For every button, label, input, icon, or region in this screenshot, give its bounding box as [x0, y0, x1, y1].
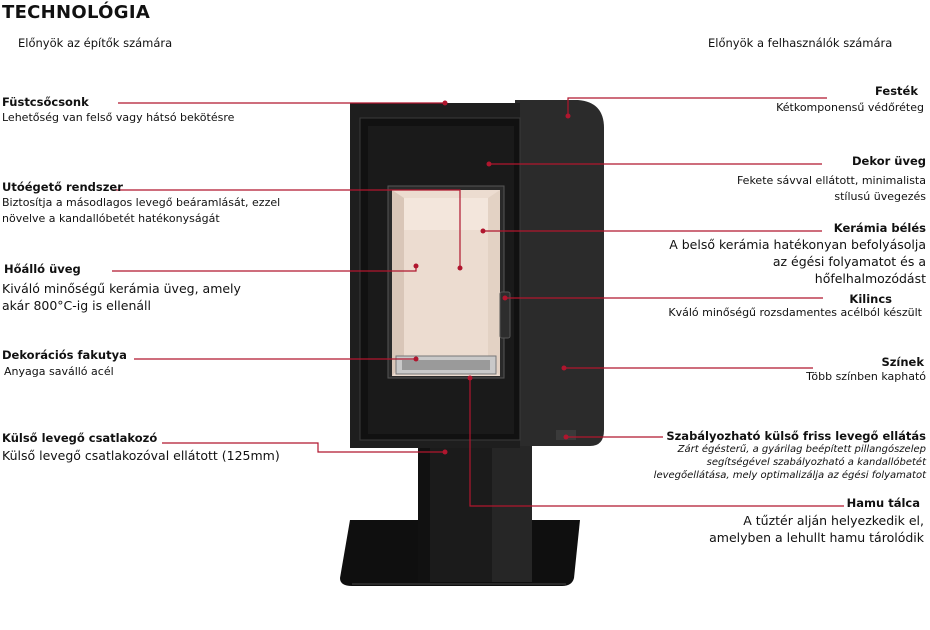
- feature-label-handle: Kilincs: [849, 292, 892, 306]
- feature-label-afterburner: Utóégető rendszer: [2, 180, 123, 194]
- feature-label-paint: Festék: [875, 84, 918, 98]
- feature-desc-external-air: Külső levegő csatlakozóval ellátott (125…: [2, 448, 280, 463]
- feature-desc-flue-collar: Lehetőség van felső vagy hátsó bekötésre: [2, 111, 235, 124]
- feature-desc-ash-tray: A tűztér alján helyezkedik el, amelyben …: [709, 513, 924, 545]
- feature-label-heat-resistant-glass: Hőálló üveg: [4, 262, 81, 276]
- feature-desc-ceramic-lining: A belső kerámia hatékonyan befolyásolja …: [669, 237, 926, 286]
- feature-desc-decor-glass: Fekete sávval ellátott, minimalista stíl…: [736, 174, 926, 203]
- feature-desc-afterburner: Biztosítja a másodlagos levegő beáramlás…: [2, 196, 281, 225]
- feature-label-external-air: Külső levegő csatlakozó: [2, 431, 158, 445]
- stove-side-panel: [515, 100, 604, 446]
- feature-desc-handle: Kváló minőségű rozsdamentes acélból kész…: [668, 306, 922, 319]
- left-column-heading: Előnyök az építők számára: [18, 36, 173, 50]
- feature-label-firedog: Dekorációs fakutya: [2, 348, 127, 362]
- feature-label-decor-glass: Dekor üveg: [852, 154, 926, 168]
- door-handle: [499, 291, 511, 339]
- page-title: TECHNOLÓGIA: [2, 2, 151, 23]
- feature-label-ash-tray: Hamu tálca: [846, 496, 920, 510]
- feature-desc-fresh-air-supply: Zárt égésterű, a gyárilag beépített pill…: [653, 444, 926, 481]
- feature-label-flue-collar: Füstcsőcsonk: [2, 95, 89, 109]
- feature-desc-firedog: Anyaga saválló acél: [4, 365, 114, 378]
- feature-label-fresh-air-supply: Szabályozható külső friss levegő ellátás: [666, 429, 926, 443]
- feature-label-colors: Színek: [881, 355, 924, 369]
- feature-desc-paint: Kétkomponensű védőréteg: [776, 101, 924, 114]
- right-column-heading: Előnyök a felhasználók számára: [708, 36, 893, 50]
- feature-desc-heat-resistant-glass: Kiváló minőségű kerámia üveg, amely akár…: [2, 281, 241, 313]
- feature-desc-colors: Több színben kapható: [806, 370, 926, 383]
- feature-label-ceramic-lining: Kerámia bélés: [833, 221, 926, 235]
